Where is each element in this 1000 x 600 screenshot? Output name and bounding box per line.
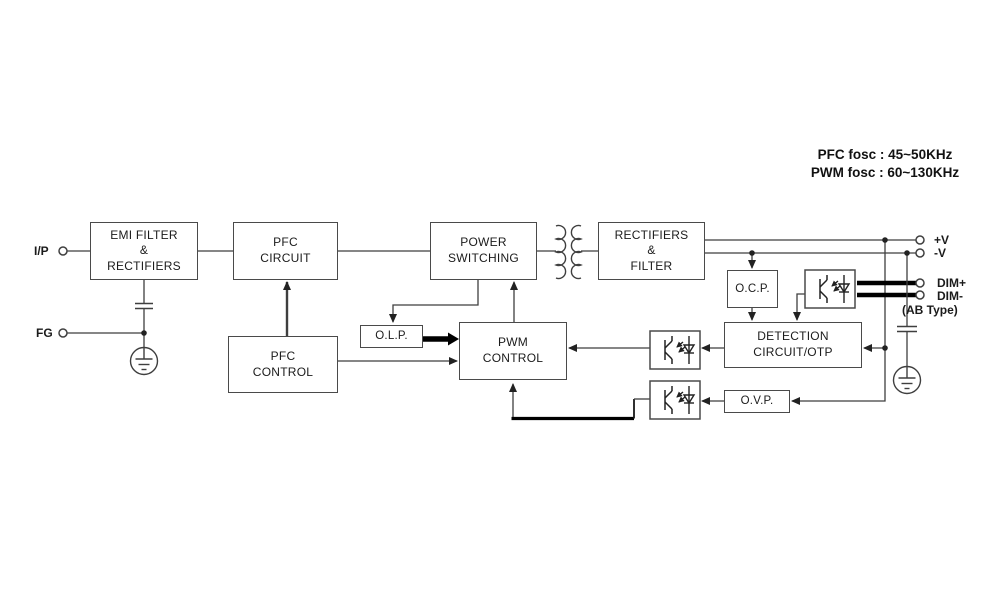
block-power-switching: POWER SWITCHING <box>430 222 537 280</box>
block-olp: O.L.P. <box>360 325 423 348</box>
block-ocp: O.C.P. <box>727 270 778 308</box>
block-rectifiers-filter: RECTIFIERS & FILTER <box>598 222 705 280</box>
connector-dimopto-to-detection <box>793 293 805 321</box>
block-pwm-control: PWM CONTROL <box>459 322 567 380</box>
optocoupler-icon-dim <box>805 270 855 308</box>
terminal-label-fg: FG <box>36 326 53 340</box>
terminal-ip <box>58 246 68 256</box>
optocoupler-icon-feedback <box>650 331 700 369</box>
transformer-icon <box>554 224 583 280</box>
block-detection-circuit-otp: DETECTION CIRCUIT/OTP <box>724 322 862 368</box>
connector-olp-to-pwm-thick <box>423 332 459 346</box>
terminal-label-ip: I/P <box>34 244 49 258</box>
note-pfc-fosc: PFC fosc : 45~50KHz <box>817 147 953 162</box>
note-pwm-fosc: PWM fosc : 60~130KHz <box>810 164 960 180</box>
terminal-dim-plus <box>915 278 925 288</box>
terminal-label-v-plus: +V <box>934 233 950 247</box>
terminal-label-ab-type: (AB Type) <box>902 303 958 317</box>
block-pfc-control: PFC CONTROL <box>228 336 338 393</box>
optocoupler-icon-ovp <box>650 381 700 419</box>
junction-dots <box>141 237 910 351</box>
terminal-label-dim-minus: DIM- <box>937 289 963 303</box>
oscillator-notes: PFC fosc : 45~50KHz PWM fosc : 60~130KHz <box>785 146 985 182</box>
block-ovp: O.V.P. <box>724 390 790 413</box>
earth-ground-icon-output <box>892 365 922 395</box>
capacitor-icon-output <box>897 325 917 333</box>
wire-vplus-feedback-to-ovp <box>791 240 886 405</box>
block-pfc-circuit: PFC CIRCUIT <box>233 222 338 280</box>
block-emi-filter-rectifiers: EMI FILTER & RECTIFIERS <box>90 222 198 280</box>
terminal-dim-minus <box>915 290 925 300</box>
terminal-label-dim-plus: DIM+ <box>937 276 967 290</box>
terminal-label-v-minus: -V <box>934 246 946 260</box>
terminal-v-plus <box>915 235 925 245</box>
terminal-v-minus <box>915 248 925 258</box>
connector-opto-to-pwm-bottom <box>509 383 650 421</box>
terminal-fg <box>58 328 68 338</box>
connector-power-to-olp <box>389 280 479 323</box>
capacitor-icon <box>135 302 153 310</box>
earth-ground-icon <box>129 346 159 376</box>
